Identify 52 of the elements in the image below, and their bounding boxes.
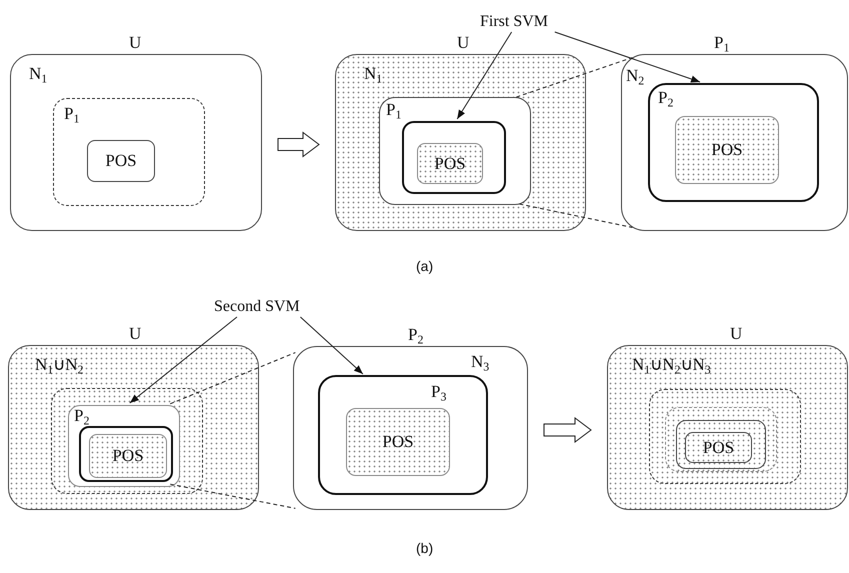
set-label: N$_{1}$	[29, 65, 48, 83]
set-label: U	[457, 34, 470, 52]
set-label: N$_{1}$∪N$_{2}$	[35, 356, 84, 374]
set-label: P$_{3}$	[431, 383, 446, 401]
subset-region	[675, 116, 779, 184]
set-label: N$_{1}$	[364, 65, 382, 83]
set-label: U	[129, 325, 142, 343]
set-label: POS	[382, 433, 414, 451]
set-label: POS	[434, 154, 466, 172]
subset-region	[346, 408, 450, 476]
set-label: P$_{2}$	[74, 407, 90, 425]
subset-region	[318, 375, 488, 495]
boundary-box	[79, 426, 173, 482]
set-label: POS	[112, 447, 144, 465]
subset-region	[53, 98, 205, 206]
boundary-box	[665, 407, 777, 472]
arrow	[129, 316, 238, 404]
block-arrow	[544, 417, 592, 443]
set-label: P$_{1}$	[64, 105, 80, 123]
set-label: P$_{2}$	[408, 326, 424, 344]
set-label: N$_{2}$	[626, 67, 644, 85]
set-label: POS	[702, 438, 734, 456]
set-label: P$_{1}$	[386, 101, 402, 119]
subset-region	[685, 432, 752, 463]
set-label: POS	[105, 152, 137, 170]
subset-region	[379, 97, 531, 205]
arrow	[554, 32, 700, 82]
boundary-box	[649, 389, 801, 484]
set-label: P$_{1}$	[714, 34, 730, 52]
boundary-box	[402, 121, 506, 194]
panel-caption: (b)	[416, 540, 434, 556]
set-label: N$_{3}$	[471, 353, 490, 371]
subset-region	[417, 143, 483, 184]
set-label: P$_{2}$	[658, 89, 674, 107]
subset-region	[89, 434, 167, 478]
boundary-box	[676, 420, 766, 469]
arrow	[456, 32, 512, 120]
set-label: N$_{1}$∪N$_{2}$∪N$_{3}$	[632, 356, 711, 374]
subset-region	[87, 140, 155, 182]
annotation-text: Second SVM	[214, 298, 300, 316]
dashed-connector	[518, 204, 633, 228]
subset-region	[648, 83, 819, 202]
set-label: U	[129, 34, 142, 52]
annotation-text: First SVM	[480, 13, 548, 31]
subset-region	[68, 405, 180, 487]
arrow	[300, 316, 364, 374]
boundary-box	[51, 388, 203, 494]
set-label: U	[730, 325, 742, 343]
panel-caption: (a)	[416, 258, 434, 274]
set-label: POS	[711, 141, 743, 159]
dashed-connector	[170, 484, 296, 509]
block-arrow	[278, 132, 320, 158]
